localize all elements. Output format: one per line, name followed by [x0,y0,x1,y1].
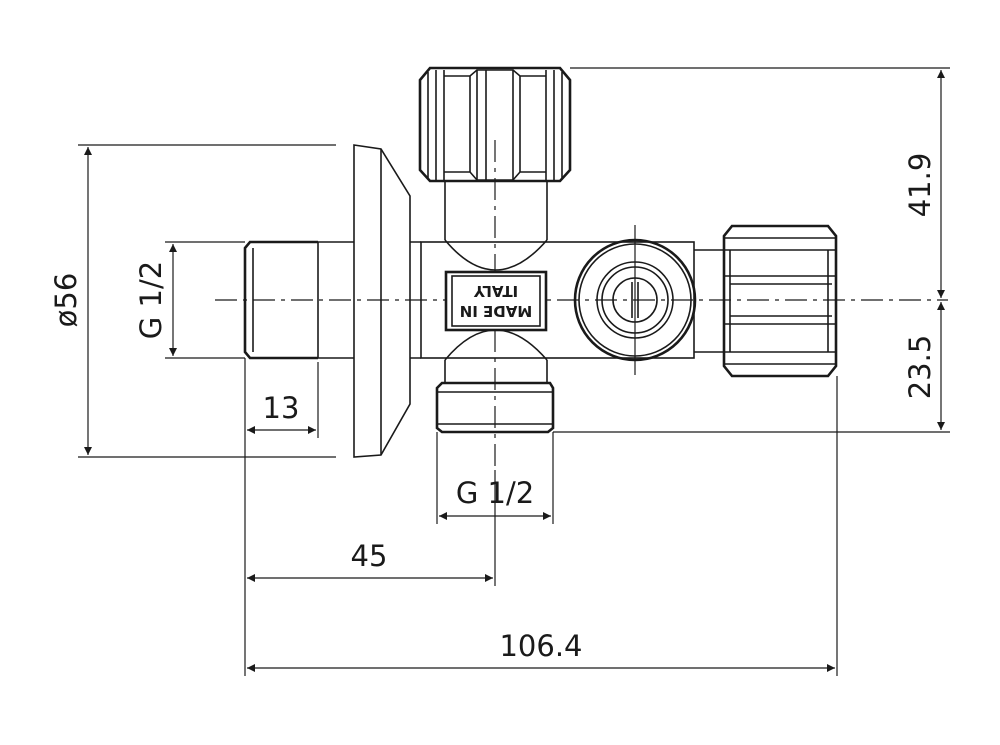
dim-label-inlet-thread: G 1/2 [134,261,168,339]
made-in-italy-mark: MADE IN ITALY [460,282,533,320]
valve-body: MADE IN ITALY [420,238,697,362]
dim-label-knob-height: 41.9 [903,153,937,218]
outlet-thread [435,360,555,434]
marking-line-2: ITALY [473,282,518,300]
compression-nut [694,224,838,378]
dimension-overall-length: 106.4 [247,629,835,672]
dim-label-overall-length: 106.4 [499,629,582,663]
dim-label-outlet-thread: G 1/2 [456,476,534,510]
dimension-inlet-thread: G 1/2 [134,241,245,359]
center-lines [215,140,948,470]
dim-label-inlet-length: 13 [263,391,300,425]
dimension-inlet-to-outlet: 45 [247,539,493,582]
dim-label-outlet-depth: 23.5 [903,335,937,400]
inlet-thread [243,240,354,360]
dimension-flange-diameter: ø56 [49,144,336,458]
dimension-inlet-length: 13 [247,391,316,434]
dim-label-flange-diameter: ø56 [49,273,83,328]
flange [353,144,421,458]
dim-label-inlet-to-outlet: 45 [351,539,388,573]
handwheel-knob [418,66,572,240]
dimension-outlet-depth: 23.5 [553,302,950,433]
dimension-outlet-thread: G 1/2 [439,476,551,520]
dimension-knob-height: 41.9 [570,67,950,298]
marking-line-1: MADE IN [460,302,533,320]
